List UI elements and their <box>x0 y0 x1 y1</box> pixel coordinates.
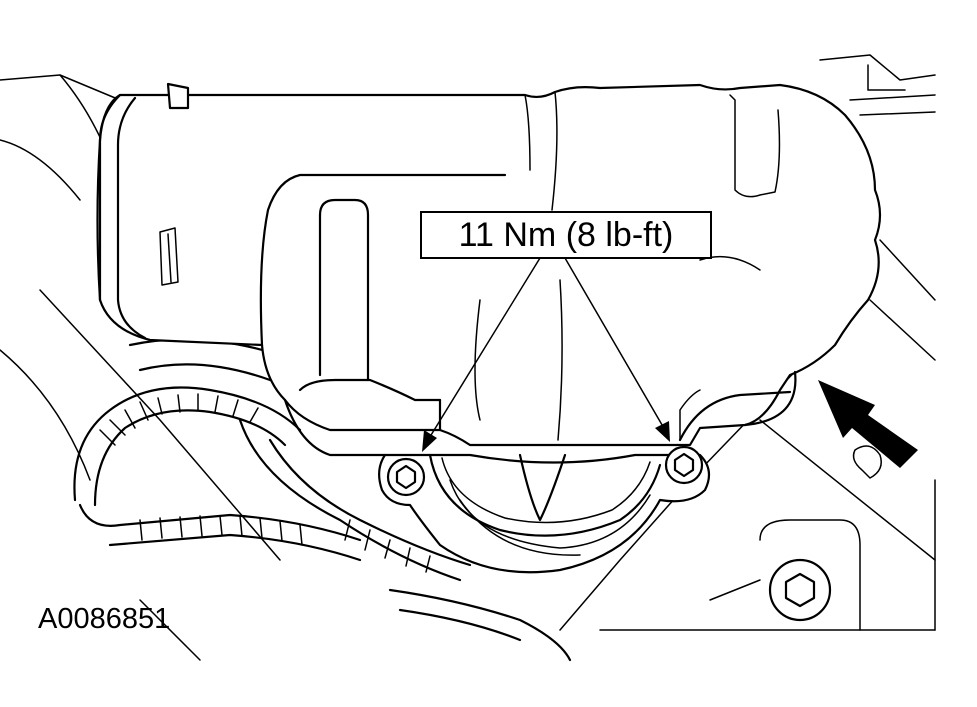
intake-housing <box>96 82 882 457</box>
heavy-arrow-icon <box>818 380 918 468</box>
callout-leaders <box>422 257 670 452</box>
torque-callout-label: 11 Nm (8 lb-ft) <box>420 211 712 259</box>
figure-id-label: A0086851 <box>38 603 171 635</box>
bolt-right-icon <box>664 445 704 485</box>
leader-arrowhead-right <box>655 421 670 442</box>
outlet-flange <box>378 279 711 574</box>
wiring-harness <box>73 338 572 662</box>
leader-arrowhead-left <box>422 430 437 452</box>
bolt-left-icon <box>386 457 426 497</box>
lower-bolt-icon <box>768 445 882 622</box>
